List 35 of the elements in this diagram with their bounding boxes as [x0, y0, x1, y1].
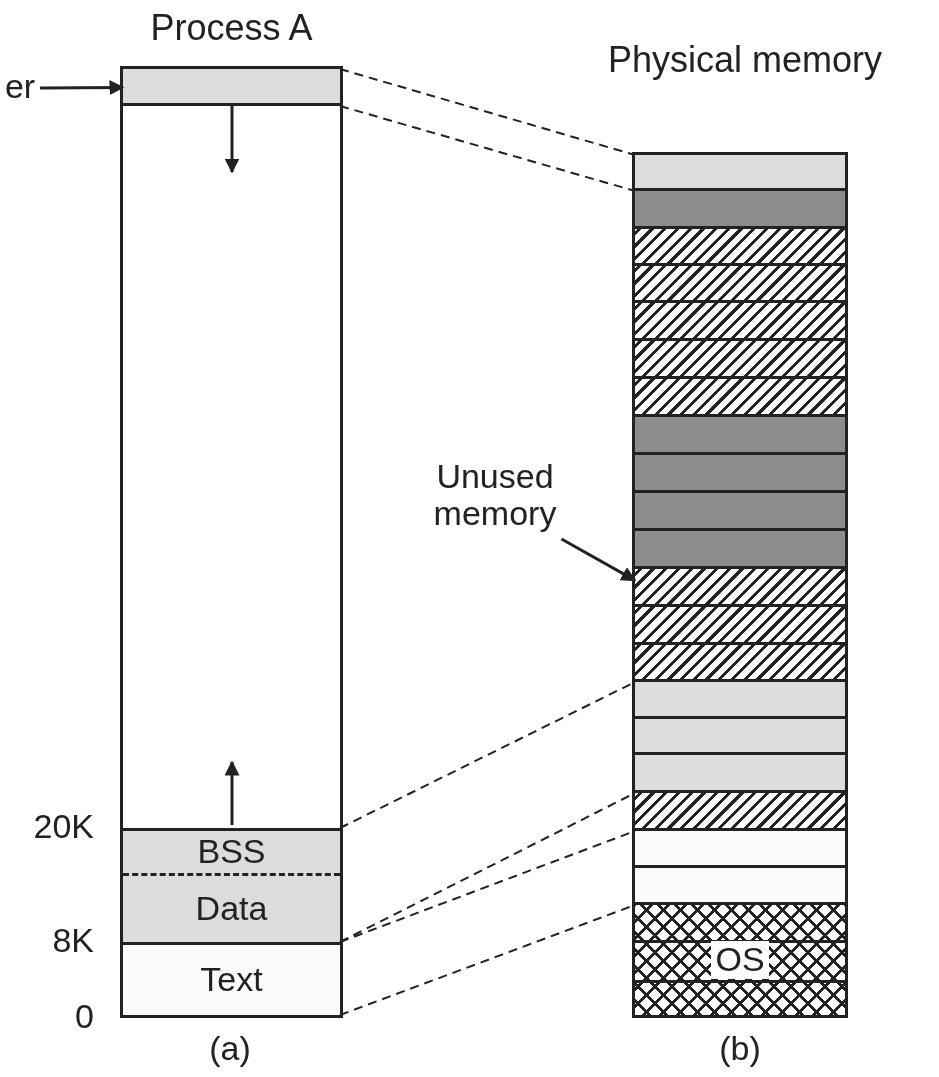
memory-band — [635, 417, 845, 455]
column-heading: Physical memory — [606, 40, 884, 80]
memory-band — [635, 868, 845, 905]
memory-band — [635, 531, 845, 569]
memory-band — [635, 341, 845, 379]
memory-band — [635, 682, 845, 719]
axis-label: 0 — [74, 998, 95, 1036]
bss-segment: BSS — [123, 828, 340, 873]
memory-band — [635, 191, 845, 229]
memory-band — [635, 645, 845, 682]
column-heading: Process A — [149, 8, 314, 48]
axis-label: 20K — [32, 808, 95, 846]
data-segment: Data — [123, 873, 340, 942]
memory-band — [635, 266, 845, 303]
memory-band — [635, 755, 845, 793]
memory-band — [635, 569, 845, 607]
panel-label: (b) — [718, 1030, 762, 1068]
stack-segment — [123, 69, 340, 106]
panel-label: (a) — [208, 1030, 252, 1068]
text-segment: Text — [123, 942, 340, 1015]
memory-band — [635, 719, 845, 755]
memory-band — [635, 303, 845, 341]
memory-band — [635, 379, 845, 417]
axis-label: 8K — [51, 922, 95, 960]
os-region — [635, 905, 845, 1015]
memory-band — [635, 155, 845, 191]
callout-label: Unused memory — [400, 458, 590, 548]
segment-label: OS — [711, 941, 769, 979]
memory-band — [635, 831, 845, 868]
memory-band — [635, 607, 845, 645]
memory-band — [635, 793, 845, 831]
memory-band — [635, 493, 845, 531]
memory-band — [635, 229, 845, 266]
memory-band — [635, 455, 845, 493]
pointer-label: er — [0, 68, 40, 108]
